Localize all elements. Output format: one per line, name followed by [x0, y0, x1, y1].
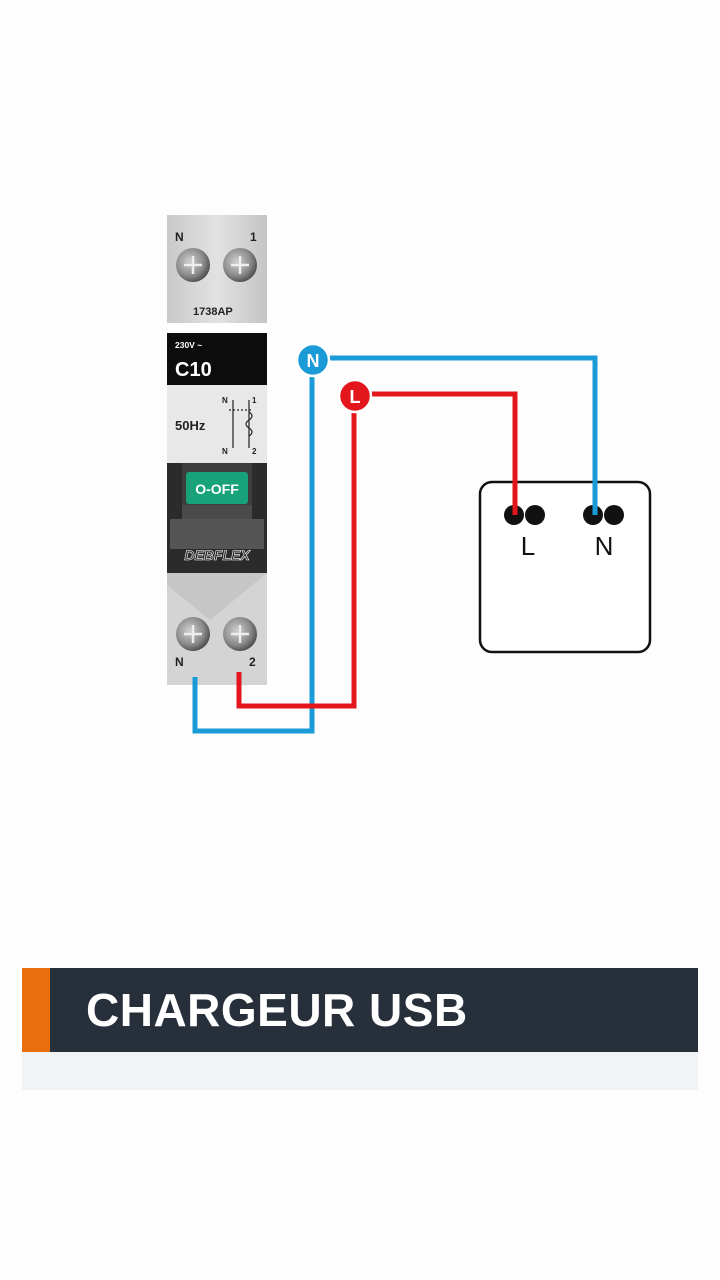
- section-accent-bar: [22, 968, 50, 1052]
- section-content-strip: [22, 1052, 698, 1090]
- schema-1: 1: [252, 396, 257, 405]
- breaker-schema-symbol: [229, 400, 253, 448]
- line-wire: [236, 391, 518, 709]
- terminal-screw-icon: [223, 248, 257, 282]
- top-terminal-n-label: N: [175, 230, 184, 244]
- neutral-marker: N: [295, 342, 331, 378]
- bottom-terminal-n-label: N: [175, 655, 184, 669]
- off-switch[interactable]: [186, 472, 248, 504]
- svg-text:L: L: [350, 387, 361, 407]
- schema-panel: [167, 385, 267, 463]
- svg-text:N: N: [307, 351, 320, 371]
- schema-n-top: N: [222, 396, 228, 405]
- terminal-screw-icon: [223, 617, 257, 651]
- off-switch-label: O-OFF: [195, 481, 239, 497]
- bottom-terminal-2-label: 2: [249, 655, 256, 669]
- section-title: CHARGEUR USB: [86, 984, 468, 1036]
- section-header: CHARGEUR USB: [22, 968, 698, 1052]
- outlet-terminal-n: [583, 505, 624, 525]
- model-number: 1738AP: [193, 306, 233, 318]
- frequency-label: 50Hz: [175, 418, 206, 433]
- schema-n-bottom: N: [222, 447, 228, 456]
- brand-label: DEBFLEX: [184, 547, 251, 563]
- schema-2: 2: [252, 447, 257, 456]
- outlet-l-label: L: [521, 531, 535, 561]
- rating-label-panel: [167, 333, 267, 385]
- top-terminal-1-label: 1: [250, 230, 257, 244]
- terminal-screw-icon: [176, 248, 210, 282]
- usb-charger-box: [478, 480, 652, 654]
- voltage-label: 230V ~: [175, 340, 202, 350]
- rating-label: C10: [175, 359, 212, 381]
- circuit-breaker: [167, 215, 267, 685]
- line-marker: L: [337, 378, 373, 414]
- outlet-n-label: N: [595, 531, 614, 561]
- terminal-screw-icon: [176, 617, 210, 651]
- wiring-diagram: N 1 1738AP 230V ~ C10 50Hz N 1 N 2 O-OFF…: [167, 215, 652, 734]
- neutral-wire: [192, 355, 598, 734]
